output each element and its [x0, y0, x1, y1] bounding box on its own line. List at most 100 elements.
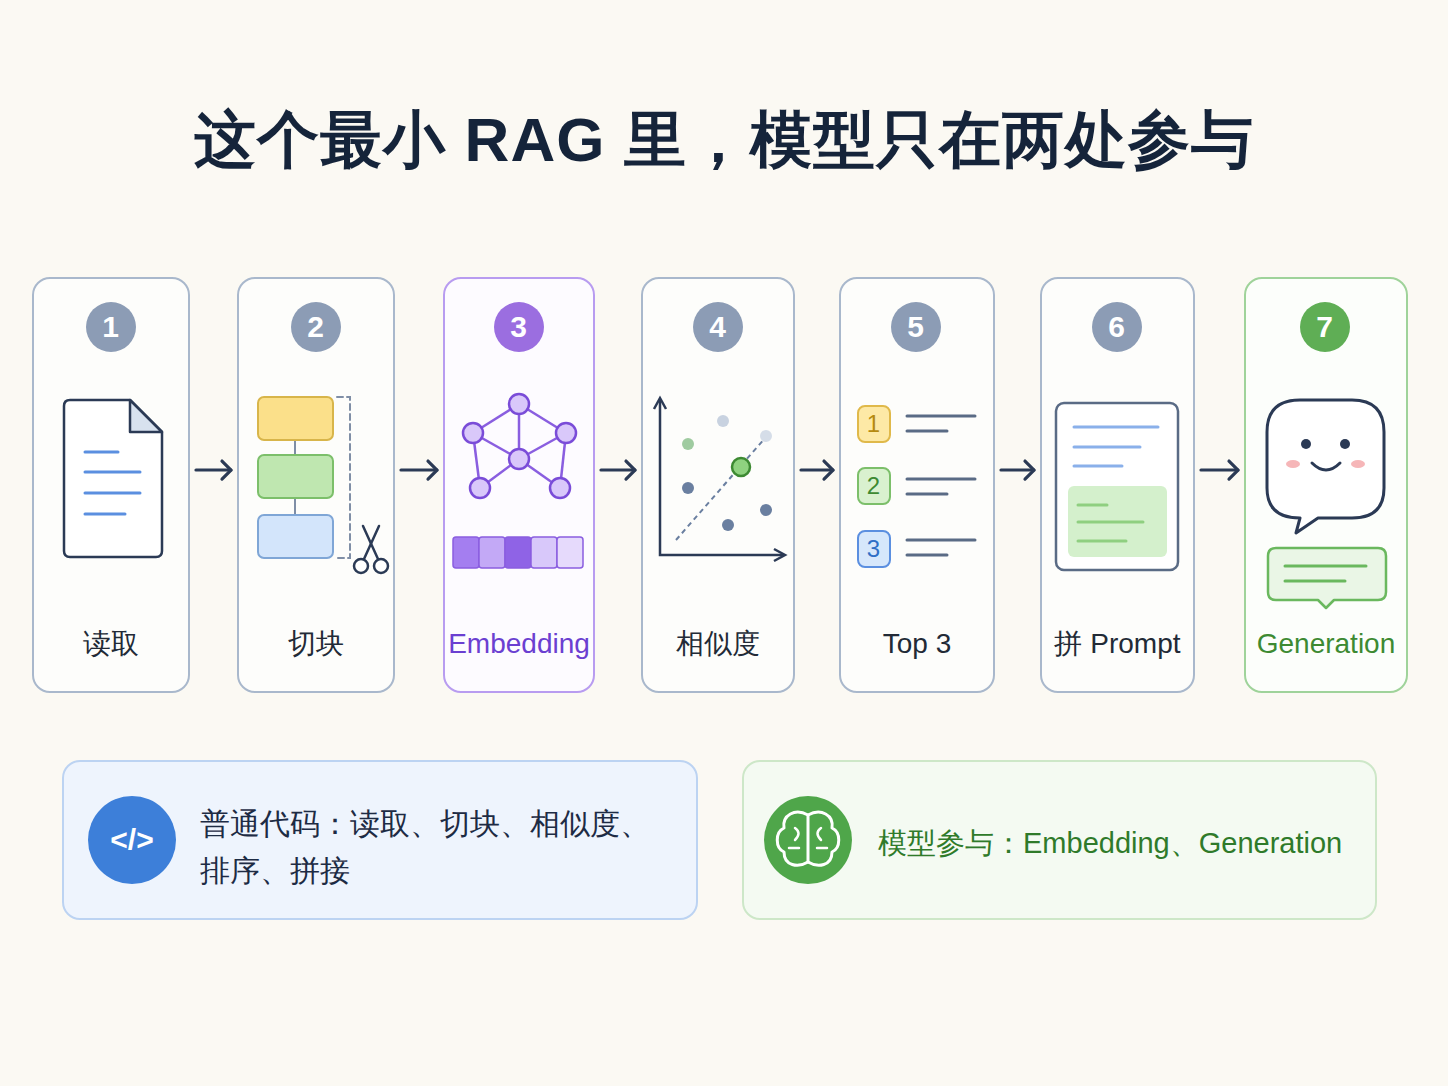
- text-line: [907, 554, 947, 557]
- step-number: 4: [693, 302, 743, 352]
- graph-node: [463, 423, 483, 443]
- text-line: [907, 415, 975, 418]
- text-line: [85, 513, 125, 516]
- brain-line: [807, 815, 810, 862]
- face-cheek: [1286, 460, 1300, 468]
- arrow-shaft: [601, 468, 635, 471]
- rank-badge: 1: [857, 405, 891, 443]
- brain-outline: [777, 812, 839, 865]
- step-card: 读取 1: [32, 277, 190, 693]
- vector-cell: [453, 537, 479, 568]
- scissors-handle: [354, 559, 368, 573]
- summary-box: 普通代码：读取、切块、相似度、排序、拼接</>: [62, 760, 698, 920]
- graph-node: [556, 423, 576, 443]
- step-number: 5: [891, 302, 941, 352]
- brain-line: [795, 828, 799, 840]
- rank-badge: 2: [857, 467, 891, 505]
- text-line: [1074, 426, 1158, 429]
- graph-edge: [473, 433, 480, 488]
- vector-cell: [531, 537, 557, 568]
- step-label: Embedding: [445, 625, 593, 663]
- scissors-handle: [374, 559, 388, 573]
- ranking-lines: [907, 416, 975, 555]
- prompt-page: [1056, 403, 1178, 570]
- arrow-shaft: [1201, 468, 1238, 471]
- step-number: 3: [494, 302, 544, 352]
- chunk-block: [258, 455, 333, 498]
- step-card: Embedding 3: [443, 277, 595, 693]
- scatter-point: [682, 482, 694, 494]
- text-line: [907, 430, 947, 433]
- diagram-title: 这个最小 RAG 里，模型只在两处参与: [0, 98, 1448, 182]
- step-card: Generation7: [1244, 277, 1408, 693]
- arrow-head: [1229, 461, 1238, 479]
- step-card: Top 35123: [839, 277, 995, 693]
- axis-head: [654, 398, 666, 409]
- query-point: [732, 458, 750, 476]
- step-label: 读取: [34, 625, 188, 663]
- flow-arrow: [801, 461, 833, 479]
- document-outline: [64, 400, 162, 557]
- axis-head: [774, 549, 785, 561]
- text-line: [907, 539, 975, 542]
- flow-arrow: [601, 461, 635, 479]
- chunk-icon: [258, 397, 388, 573]
- graph-edge: [519, 404, 566, 433]
- face-eye: [1340, 439, 1350, 449]
- scissors-blade: [363, 526, 378, 559]
- arrow-head: [428, 461, 437, 479]
- graph-edge: [519, 459, 560, 488]
- arrow-head: [824, 461, 833, 479]
- graph-edge: [473, 404, 519, 433]
- prompt-icon: [1056, 403, 1178, 570]
- step-label: 拼 Prompt: [1042, 625, 1193, 663]
- icon-circle: [764, 796, 852, 884]
- chunk-link: [294, 498, 296, 515]
- document-icon: [64, 400, 162, 557]
- step-number-circle: 1: [86, 302, 136, 352]
- step-card: 切块2: [237, 277, 395, 693]
- face-eye: [1301, 439, 1311, 449]
- arrow-shaft: [196, 468, 231, 471]
- similarity-line: [676, 437, 766, 540]
- step-card: 相似度4: [641, 277, 795, 693]
- text-line: [907, 478, 975, 481]
- arrow-shaft: [401, 468, 437, 471]
- rank-badge: 3: [857, 530, 891, 568]
- rank-number: 2: [859, 469, 889, 503]
- code-symbol: </>: [88, 796, 176, 884]
- graph-node: [550, 478, 570, 498]
- step-number: 1: [86, 302, 136, 352]
- vector-cell: [479, 537, 505, 568]
- graph-edge: [518, 404, 521, 459]
- arrow-head: [1025, 461, 1034, 479]
- graph-node: [509, 449, 529, 469]
- scatter-point: [760, 430, 772, 442]
- text-line: [1078, 540, 1126, 543]
- summary-text: 模型参与：Embedding、Generation: [878, 823, 1342, 863]
- chunk-block: [258, 515, 333, 558]
- graph-edge: [560, 433, 566, 488]
- text-line: [85, 471, 140, 474]
- step-number: 6: [1092, 302, 1142, 352]
- vector-cell: [505, 537, 531, 568]
- axis: [660, 400, 783, 555]
- document-fold: [130, 400, 162, 432]
- scatter-point: [722, 519, 734, 531]
- arrow-shaft: [1001, 468, 1034, 471]
- flow-arrow: [1201, 461, 1238, 479]
- graph-edge: [480, 459, 519, 488]
- code-icon-circle: </>: [88, 796, 176, 884]
- brain-line: [789, 847, 799, 850]
- text-line: [1285, 580, 1345, 583]
- step-label: 切块: [239, 625, 393, 663]
- vector-cell: [557, 537, 583, 568]
- arrow-head: [222, 461, 231, 479]
- text-line: [1074, 446, 1140, 449]
- text-line: [1285, 565, 1366, 568]
- embedding-icon: [453, 394, 583, 568]
- step-number-circle: 5: [891, 302, 941, 352]
- summary-box: 模型参与：Embedding、Generation: [742, 760, 1377, 920]
- brain-line: [818, 828, 822, 840]
- step-number-circle: 7: [1300, 302, 1350, 352]
